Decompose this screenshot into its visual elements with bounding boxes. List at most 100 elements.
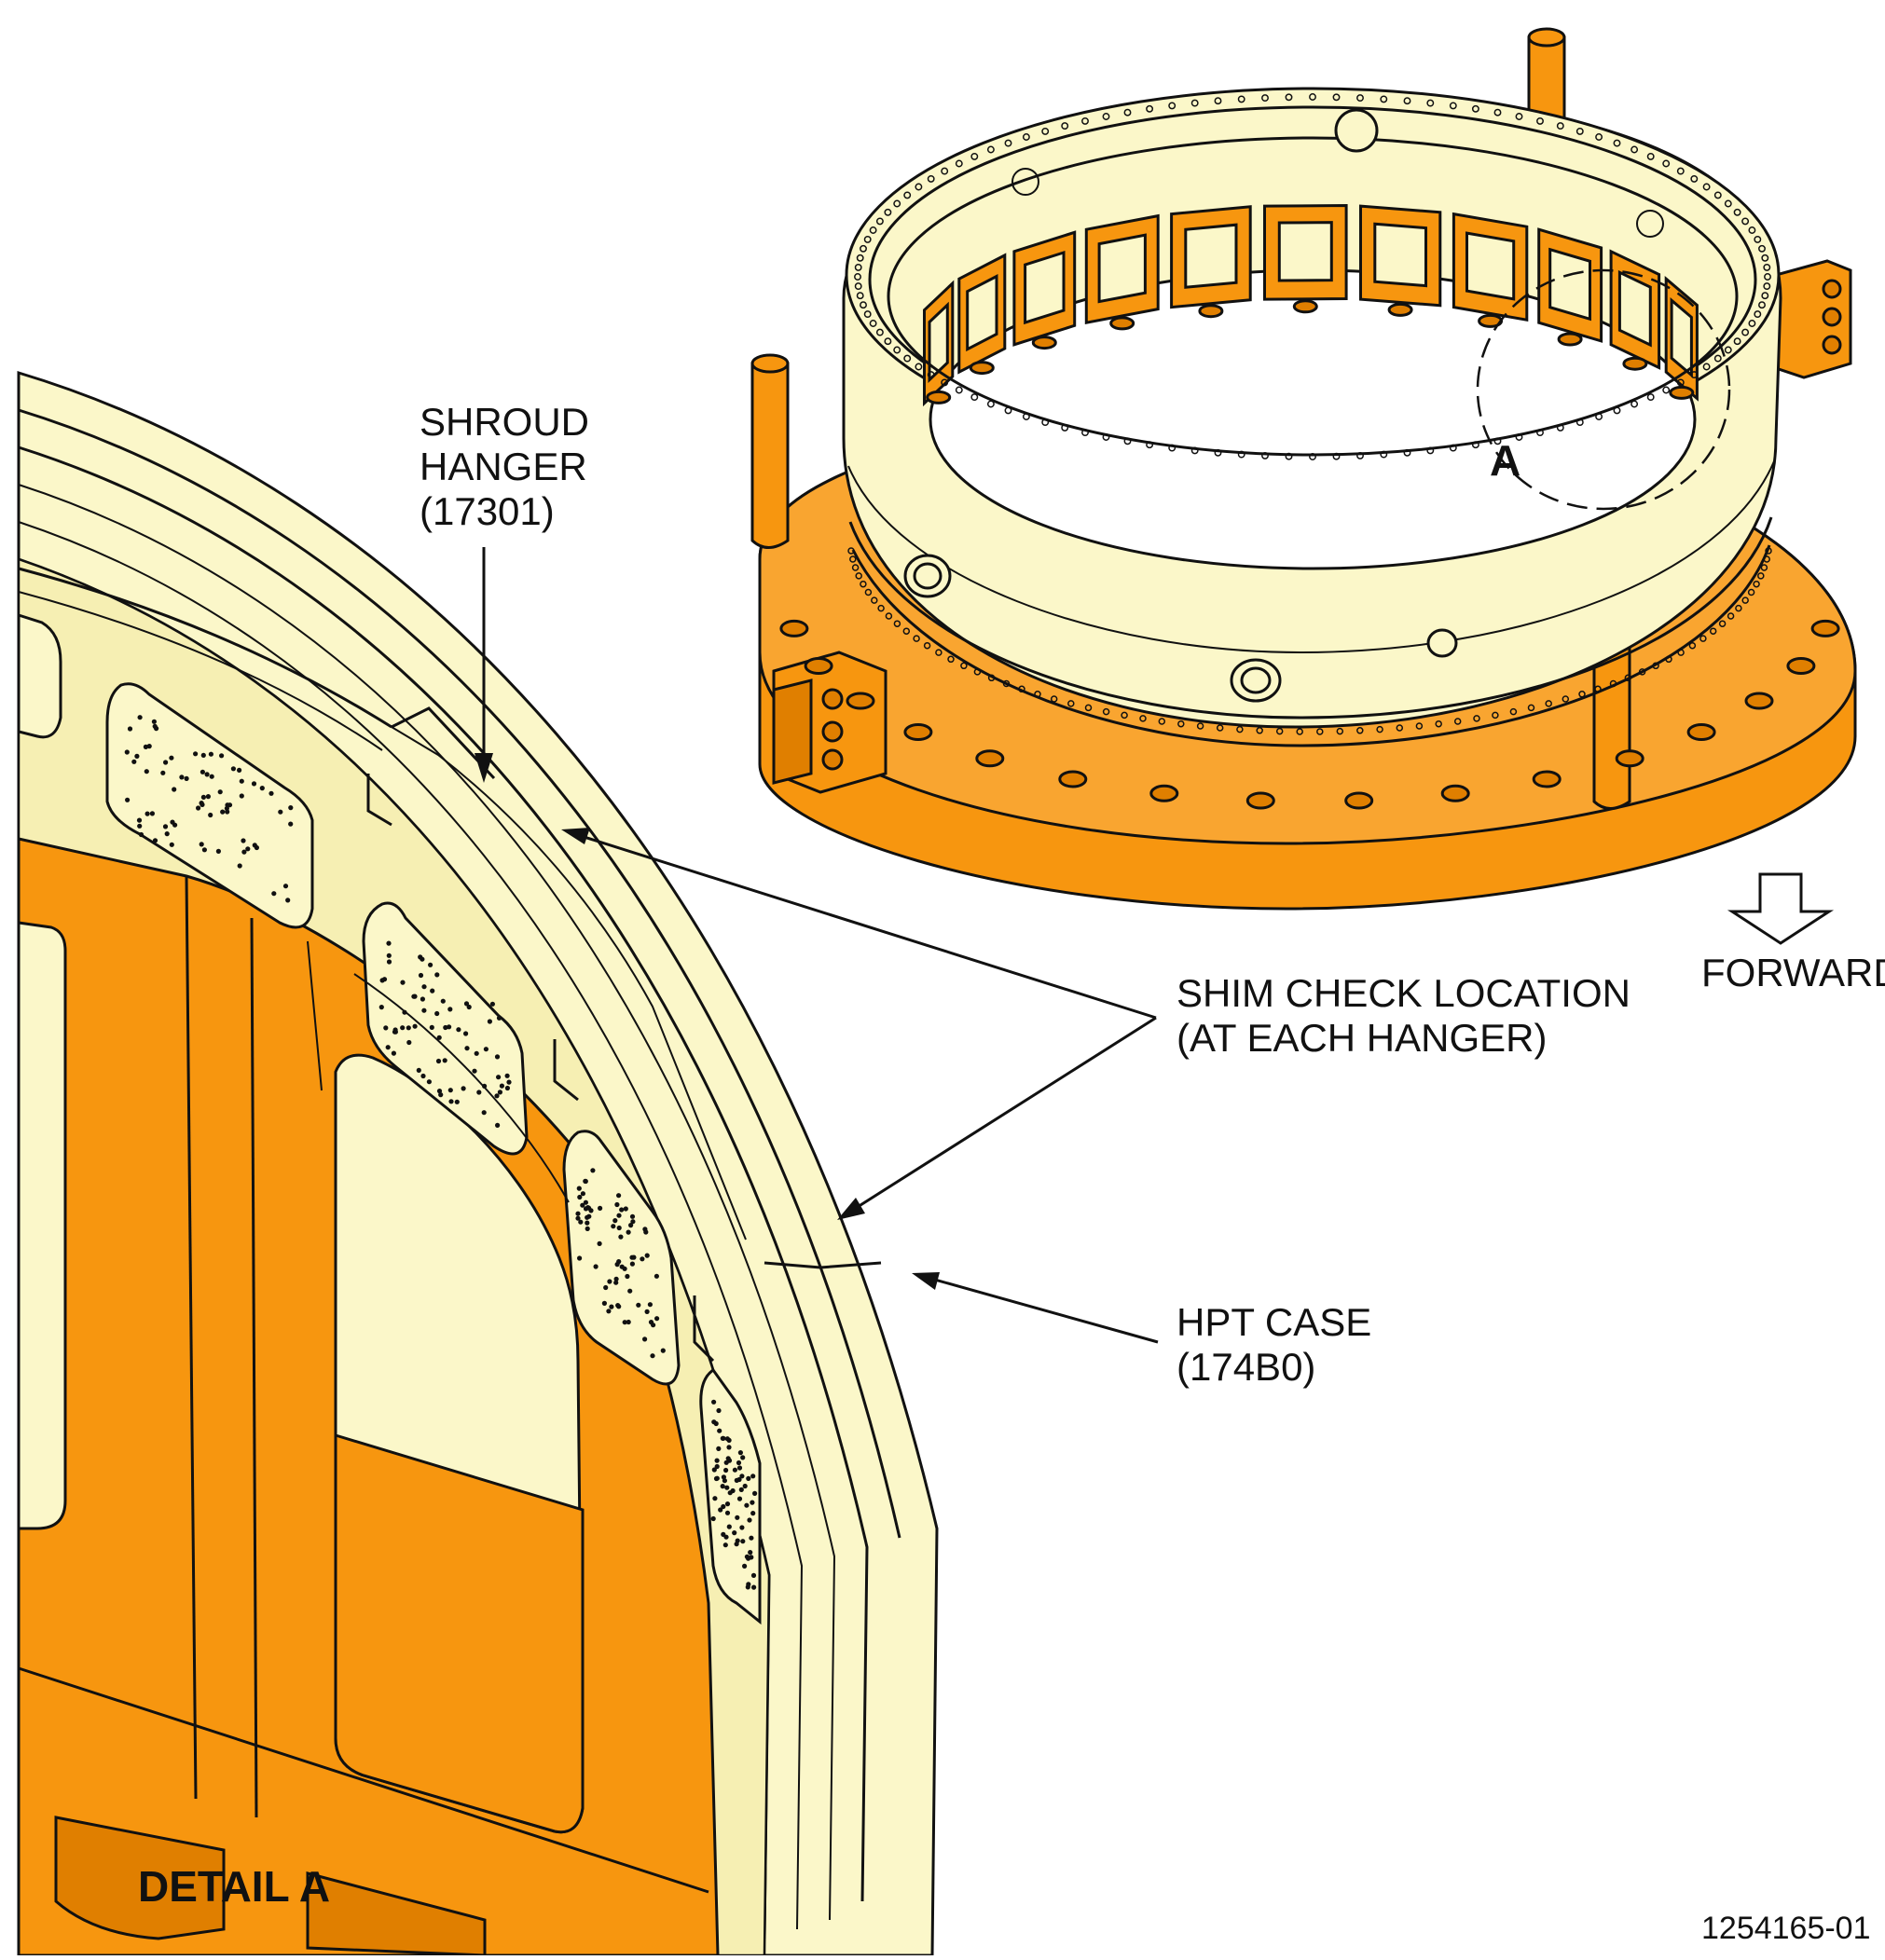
inner-shroud-hangers — [923, 203, 1699, 407]
flange-bolt-hole — [1309, 453, 1316, 460]
flange-bolt-hole — [970, 152, 979, 160]
pad-cooling-hole — [448, 1099, 454, 1104]
pad-cooling-hole — [750, 1500, 755, 1505]
pad-cooling-hole — [616, 1304, 622, 1309]
flange-bolt-hole — [1646, 152, 1655, 160]
shroud-pad-1 — [105, 682, 314, 929]
pad-cooling-hole — [722, 1542, 728, 1548]
flange-bolt-hole — [860, 244, 867, 253]
lower-bolt-hole — [1688, 641, 1697, 650]
pad-cooling-hole — [494, 1093, 500, 1099]
flange-bolt-hole — [1575, 127, 1584, 135]
flange-bolt-hole — [1081, 117, 1089, 125]
pad-cooling-hole — [481, 1110, 487, 1116]
inner-hanger-window — [1465, 231, 1516, 301]
pad-cooling-hole — [606, 1309, 612, 1314]
pad-cooling-hole — [383, 1025, 389, 1031]
shroud-pad-edge-left — [17, 612, 62, 739]
inner-hanger-window — [1024, 250, 1066, 325]
pad-cooling-hole — [386, 959, 392, 965]
flange-bolt-hole — [1123, 437, 1132, 445]
pad-cooling-hole — [391, 1050, 396, 1056]
shroud-pads — [17, 612, 762, 1625]
flange-bolt-hole — [927, 371, 935, 379]
pad-cooling-hole — [734, 1542, 739, 1547]
flange-bolt-hole — [986, 145, 995, 154]
lower-bolt-hole — [1256, 727, 1263, 734]
pad-cooling-hole — [735, 1515, 740, 1520]
pad-cooling-hole — [201, 847, 207, 853]
inner-hanger-bolt — [1387, 302, 1413, 317]
pad-cooling-hole — [590, 1168, 596, 1173]
lower-bolt-hole — [1624, 674, 1632, 682]
flange-bolt-hole — [1613, 139, 1621, 147]
flange-bolt-hole — [915, 363, 923, 371]
flange-bolt-hole — [1237, 95, 1245, 103]
inner-hanger-window — [1277, 221, 1333, 282]
flange-bolt-hole — [1061, 122, 1069, 130]
flange-bolt-hole — [927, 174, 935, 183]
detail-a-title: DETAIL A — [138, 1862, 330, 1911]
pad-cooling-hole — [400, 980, 406, 985]
flange-bolt-hole — [915, 183, 923, 191]
lower-bolt-hole — [1753, 580, 1760, 588]
inner-hanger-bolt — [1557, 332, 1583, 347]
lower-bolt-hole — [1336, 727, 1344, 735]
pad-cooling-hole — [611, 1224, 616, 1229]
pad-cooling-hole — [184, 775, 189, 782]
pad-cooling-hole — [726, 1445, 732, 1450]
pad-cooling-hole — [750, 1473, 756, 1479]
flange-bolt-hole — [1403, 448, 1411, 457]
lower-bolt-hole — [1757, 572, 1765, 580]
lower-bolt-hole — [1396, 724, 1404, 732]
flange-bolt-hole — [1041, 127, 1050, 135]
pad-cooling-hole — [497, 1090, 503, 1095]
pad-cooling-hole — [601, 1300, 608, 1306]
flange-bolt-hole — [854, 263, 862, 271]
flange-bolt-hole — [1741, 217, 1750, 226]
pad-cooling-hole — [710, 1515, 716, 1522]
flange-bolt-hole — [1022, 133, 1030, 141]
pad-cooling-hole — [713, 1475, 720, 1482]
flange-bolt-hole — [1102, 433, 1110, 441]
flange-bolt-hole — [1733, 337, 1741, 346]
lower-bolt-hole — [1509, 707, 1518, 716]
inner-hanger-bolt — [1109, 316, 1135, 331]
lower-bolt-hole — [860, 580, 867, 588]
pad-cooling-hole — [714, 1463, 720, 1470]
pad-cooling-hole — [199, 842, 204, 847]
pad-cooling-hole — [225, 809, 230, 815]
pad-cooling-hole — [725, 1456, 731, 1461]
pad-cooling-hole — [742, 1563, 748, 1569]
flange-bolt-hole — [1646, 393, 1655, 402]
flange-bolt-hole — [1471, 441, 1479, 449]
pad-cooling-hole — [721, 1435, 726, 1441]
pad-cooling-hole — [285, 898, 291, 903]
inner-hanger-bolt — [1198, 304, 1224, 319]
base-boss — [975, 749, 1005, 768]
lower-bolt-hole — [987, 674, 996, 682]
pad-cooling-hole — [734, 1477, 739, 1483]
inner-hanger-bolt — [926, 390, 952, 404]
pad-cooling-hole — [386, 953, 392, 958]
flange-bolt-hole — [869, 226, 877, 234]
flange-bolt-hole — [955, 386, 963, 394]
inner-hanger-bolt — [969, 361, 995, 376]
flange-bolt-hole — [1022, 413, 1030, 420]
flange-bolt-hole — [970, 393, 979, 402]
pad-cooling-hole — [504, 1085, 511, 1091]
pad-cooling-hole — [125, 797, 131, 802]
lower-bolt-hole — [1236, 725, 1244, 733]
pad-cooling-hole — [740, 1539, 746, 1544]
flange-bolt-hole — [860, 301, 867, 309]
pad-cooling-hole — [421, 1007, 427, 1013]
pad-cooling-hole — [200, 752, 206, 759]
inner-hanger-bolt — [1669, 385, 1695, 400]
pad-cooling-hole — [420, 1073, 426, 1079]
flange-bolt-hole — [863, 235, 872, 243]
pad-cooling-hole — [152, 723, 158, 729]
lower-bolt-hole — [960, 662, 968, 670]
pad-cooling-hole — [750, 1572, 757, 1578]
flange-bolt-hole — [1613, 406, 1621, 415]
lower-bolt-hole — [1296, 728, 1303, 735]
